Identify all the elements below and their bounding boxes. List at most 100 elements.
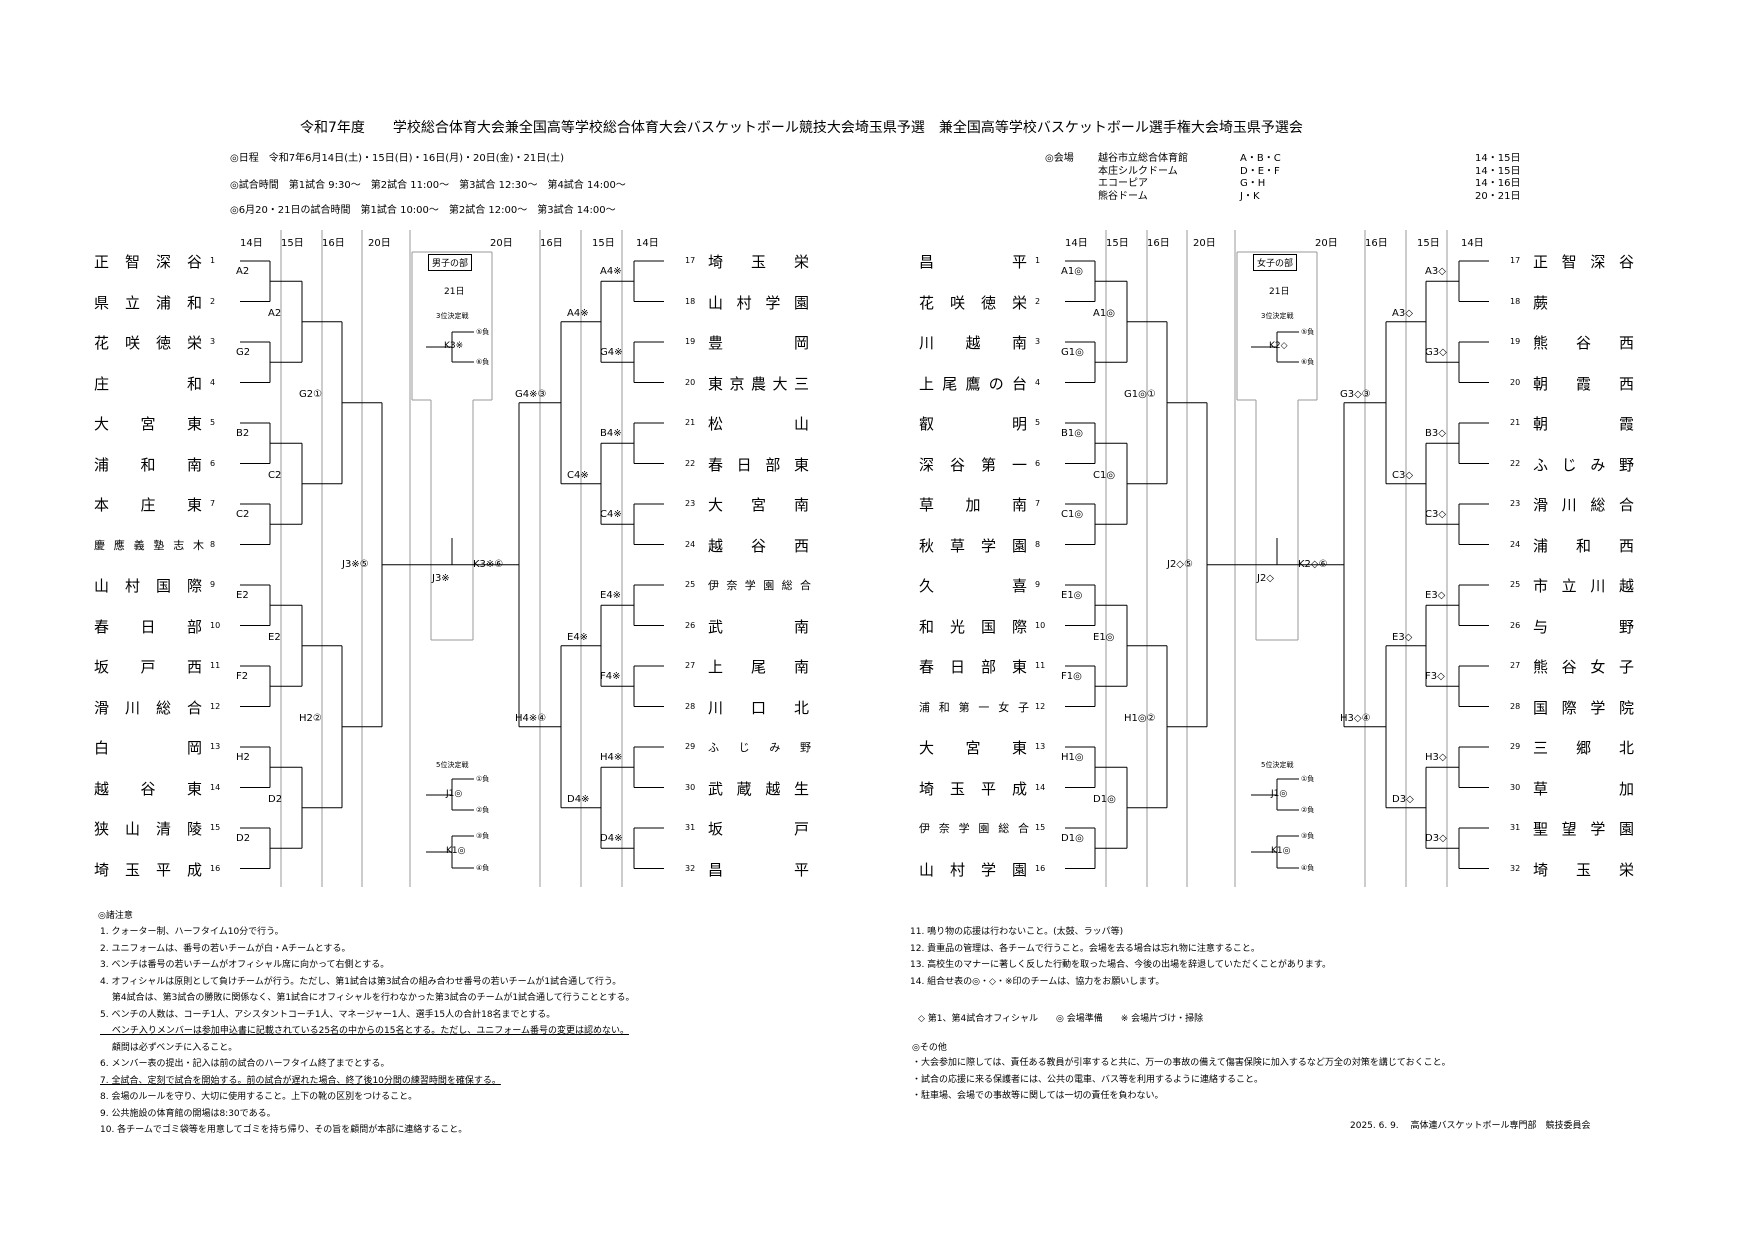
team-name: 草 加 [1533,779,1636,798]
team-name: ふじみ野 [1533,455,1636,474]
team-name: 上尾南 [708,658,811,676]
seed-number: 29 [685,742,696,751]
team-name: 川口北 [708,698,811,717]
seed-number: 26 [1510,620,1521,630]
fifth-place-code: J1◎ [1271,789,1288,799]
seed-number: 17 [1510,256,1521,265]
team-name: 浦和西 [1533,536,1636,555]
seed-number: 14 [210,782,221,792]
seed-number: 25 [1510,580,1521,589]
seed-number: 9 [1035,580,1041,589]
fifth-place-label: 5位決定戦 [1261,761,1294,769]
match-code: D2 [268,793,283,805]
seed-number: 7 [210,499,216,508]
seed-number: 21 [685,418,696,427]
match-code: D1◎ [1093,793,1116,805]
match-code: G3◇③ [1340,388,1371,400]
match-code: G2 [236,347,251,359]
seed-number: 23 [685,499,696,508]
seed-number: 10 [210,620,221,630]
division-label: 男子の部 [428,254,473,271]
match-code: E1◎ [1093,631,1115,643]
venue-courts: G・H [1240,178,1266,189]
team-name: 滑川総合 [1533,496,1636,514]
third-place-code: K3※ [444,341,464,351]
fifth-place-code: K1◎ [446,846,466,856]
seed-number: 12 [1035,701,1046,711]
match-code: B1◎ [1061,428,1083,440]
round-day-header: 20日 [1193,238,1216,249]
fifth-place-slot: ③負 [476,832,490,840]
third-place-label: 3位決定戦 [1261,312,1294,320]
seed-number: 14 [1035,782,1046,792]
venue-label: ◎会場 [1045,153,1074,164]
venue-name: エコーピア [1098,178,1148,189]
fifth-place-slot: ④負 [1301,864,1315,872]
venue-dates: 20・21日 [1475,190,1521,202]
venue-name: 本庄シルクドーム [1098,165,1178,177]
team-name: 与 野 [1533,617,1636,636]
seed-number: 2 [210,296,216,306]
note-item: 6. メンバー表の提出・記入は前の試合のハーフタイム終了までとする。 [100,1059,390,1069]
match-code: G4※ [600,347,623,359]
team-name: 川越南 [919,334,1029,352]
match-code: C4※ [567,469,589,481]
team-name: 秋草学園 [919,536,1029,555]
times2021-text: ◎6月20・21日の試合時間 第1試合 10:00～ 第2試合 12:00～ 第… [230,205,616,216]
seed-number: 8 [210,539,216,549]
match-code: C1◎ [1061,509,1084,521]
notes-heading: ◎諸注意 [98,911,133,921]
team-name: 本庄東 [94,496,204,514]
seed-number: 22 [1510,458,1521,468]
fifth-place-code: J1◎ [446,789,463,799]
team-name: 坂 戸 [708,820,811,838]
match-code: B4※ [600,428,622,440]
match-code: A4※ [600,266,622,278]
team-name: 埼玉栄 [708,253,811,271]
team-name: 県立浦和 [94,293,204,312]
team-name: ふじみ野 [708,741,811,754]
note-item: 13. 高校生のマナーに著しく反した行動を取った場合、今後の出場を辞退していただ… [910,960,1332,970]
venue-name: 熊谷ドーム [1098,190,1148,202]
match-code: D4※ [567,793,590,805]
seed-number: 5 [210,418,216,427]
team-name: 蕨 [1533,293,1551,312]
seed-number: 32 [685,863,696,873]
round-day-header: 16日 [1147,238,1170,249]
team-name: 春日部東 [708,455,811,474]
team-name: 伊奈学園総合 [919,822,1029,835]
fifth-place-slot: ④負 [476,864,490,872]
seed-number: 4 [210,377,216,387]
team-name: 朝霞西 [1533,374,1636,393]
match-code: H1◎ [1061,752,1084,764]
team-name: 東京農大三 [708,374,811,393]
team-name: 久 喜 [919,577,1029,595]
seed-number: 3 [210,337,216,346]
team-name: 大宮東 [919,739,1029,757]
match-code: B2 [236,428,250,440]
team-name: 花咲徳栄 [919,293,1029,312]
round-day-header: 20日 [1315,238,1338,249]
round-day-header: 14日 [1461,238,1484,249]
third-place-label: 3位決定戦 [436,312,469,320]
round-day-header: 15日 [592,238,615,249]
seed-number: 17 [685,256,696,265]
team-name: 上尾鷹の台 [919,374,1029,393]
team-name: 熊谷西 [1533,334,1636,352]
seed-number: 5 [1035,418,1041,427]
other-item: ・大会参加に際しては、責任ある教員が引率すると共に、万一の事故の備えて傷害保険に… [912,1058,1451,1068]
seed-number: 9 [210,580,216,589]
seed-number: 20 [1510,377,1521,387]
team-name: 聖望学園 [1533,820,1636,838]
seed-number: 12 [210,701,221,711]
team-name: 草加南 [919,496,1029,514]
team-name: 大宮南 [708,496,811,514]
seed-number: 21 [1510,418,1521,427]
note-item: 2. ユニフォームは、番号の若いチームが白・Aチームとする。 [100,943,351,954]
match-code: E4※ [600,590,622,602]
round-day-header: 15日 [1106,238,1129,249]
match-code: E2 [268,631,281,643]
seed-number: 26 [685,620,696,630]
seed-number: 27 [685,661,696,670]
note-item: 9. 公共施設の体育館の開場は8:30である。 [100,1108,276,1119]
